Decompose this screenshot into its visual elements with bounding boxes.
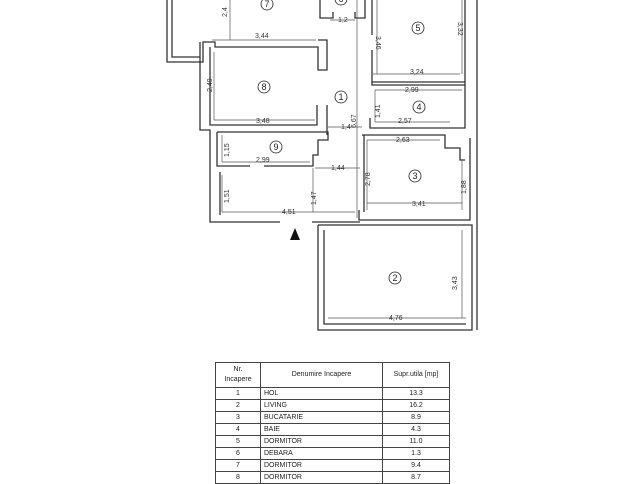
room-number: 6 — [215, 447, 261, 460]
room-area: 9.4 — [382, 459, 450, 472]
room-number: 3 — [215, 411, 261, 424]
svg-text:1,41: 1,41 — [375, 104, 382, 118]
room-area: 11.0 — [382, 435, 450, 448]
room-name: DORMITOR — [260, 459, 383, 472]
svg-text:1,51: 1,51 — [224, 189, 231, 203]
svg-text:1,88: 1,88 — [461, 180, 468, 194]
svg-text:3,41: 3,41 — [412, 201, 426, 208]
room-area: 13.3 — [382, 387, 450, 400]
room-number: 1 — [215, 387, 261, 400]
room-name: BUCATARIE — [260, 411, 383, 424]
dimension-lines — [212, 0, 466, 319]
svg-text:1,4: 1,4 — [341, 124, 351, 131]
room-name: DEBARA — [260, 447, 383, 460]
svg-text:1,15: 1,15 — [224, 143, 231, 157]
svg-text:9: 9 — [273, 142, 278, 152]
svg-text:3,32: 3,32 — [456, 22, 463, 36]
svg-text:3,24: 3,24 — [410, 69, 424, 76]
svg-text:6: 6 — [338, 0, 343, 4]
svg-text:2,78: 2,78 — [365, 172, 372, 186]
room-name: BAIE — [260, 423, 383, 436]
svg-text:4,51: 4,51 — [282, 209, 296, 216]
svg-text:3,44: 3,44 — [255, 33, 269, 40]
svg-text:2,57: 2,57 — [398, 118, 412, 125]
room-area: 16.2 — [382, 399, 450, 412]
svg-text:3,48: 3,48 — [256, 118, 270, 125]
header-name: Denumire Incapere — [260, 362, 383, 388]
svg-text:7: 7 — [264, 0, 269, 9]
room-number: 2 — [215, 399, 261, 412]
room-area-table: Nr. Incapere Denumire Incapere Supr.util… — [215, 362, 450, 484]
room-area: 1.3 — [382, 447, 450, 460]
svg-text:2,99: 2,99 — [256, 157, 270, 164]
svg-text:2,4: 2,4 — [222, 7, 229, 17]
room-name: DORMITOR — [260, 435, 383, 448]
svg-text:2,63: 2,63 — [396, 137, 410, 144]
north-arrow-icon — [290, 228, 300, 240]
svg-text:2,49: 2,49 — [207, 78, 214, 92]
room-number: 4 — [215, 423, 261, 436]
svg-text:1: 1 — [338, 92, 343, 102]
walls — [166, 0, 478, 331]
svg-text:5: 5 — [415, 23, 420, 33]
svg-text:3: 3 — [412, 171, 417, 181]
svg-text:1,44: 1,44 — [331, 165, 345, 172]
svg-text:4,76: 4,76 — [389, 315, 403, 322]
room-number: 8 — [215, 471, 261, 484]
svg-text:8: 8 — [261, 82, 266, 92]
room-area: 4.3 — [382, 423, 450, 436]
svg-text:3,46: 3,46 — [374, 36, 381, 50]
svg-text:1,47: 1,47 — [311, 191, 318, 205]
room-name: LIVING — [260, 399, 383, 412]
svg-text:3,43: 3,43 — [452, 276, 459, 290]
svg-text:6,67: 6,67 — [351, 114, 358, 128]
room-number: 5 — [215, 435, 261, 448]
svg-text:4: 4 — [416, 102, 421, 112]
room-area: 8.7 — [382, 471, 450, 484]
table-header: Nr. Incapere Denumire Incapere Supr.util… — [215, 362, 450, 388]
svg-text:2: 2 — [392, 273, 397, 283]
svg-text:2,99: 2,99 — [405, 87, 419, 94]
room-number: 7 — [215, 459, 261, 472]
header-nr: Nr. Incapere — [215, 362, 261, 388]
svg-text:1,2: 1,2 — [338, 17, 348, 24]
room-markers: 1 2 3 4 5 6 7 8 9 — [257, 0, 426, 285]
header-area: Supr.utila [mp] — [382, 362, 450, 388]
dimension-labels: 3,44 2,4 2,49 3,48 2,99 1,15 1,51 1,47 4… — [207, 7, 468, 322]
room-name: DORMITOR — [260, 471, 383, 484]
room-area: 8.9 — [382, 411, 450, 424]
room-name: HOL — [260, 387, 383, 400]
